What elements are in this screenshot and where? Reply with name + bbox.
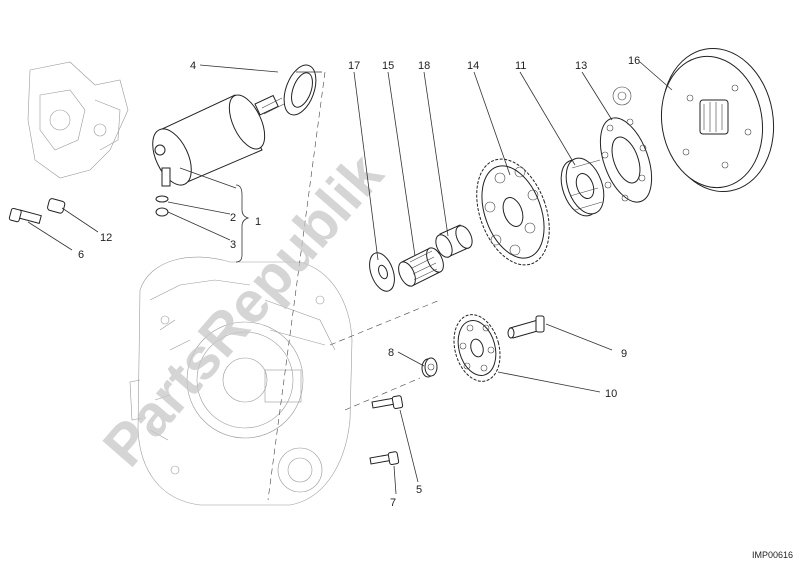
callout-8: 8 (388, 347, 394, 359)
bushing-part-18 (435, 224, 473, 258)
clutch-plate-part-13 (599, 117, 653, 203)
callout-7: 7 (390, 497, 396, 509)
sprag-clutch-part-11 (560, 157, 605, 217)
callout-5: 5 (416, 484, 422, 496)
callout-labels: 4 1 2 3 6 12 17 15 18 14 11 13 16 9 10 8… (78, 55, 640, 509)
flywheel-part-16 (660, 47, 775, 193)
group-bracket (235, 184, 250, 263)
axis-line-nut (344, 377, 421, 411)
axis-line-vertical (267, 71, 326, 501)
starter-motor (152, 94, 285, 187)
thrust-washer-part-17 (369, 252, 395, 292)
gear-part-10 (453, 314, 501, 382)
axis-line-gears (329, 299, 441, 346)
callout-1: 1 (255, 216, 261, 228)
idler-gear-part-14 (476, 158, 550, 266)
shaft-part-9 (507, 315, 545, 339)
nut-part-3 (155, 207, 169, 217)
callout-16: 16 (628, 55, 640, 67)
engine-fragment-upper (27, 61, 129, 179)
crankcase-drawing (129, 256, 353, 506)
bolt-part-5 (371, 395, 404, 410)
leader-lines (27, 61, 673, 495)
callout-18: 18 (418, 60, 430, 72)
callout-6: 6 (78, 249, 84, 261)
callout-9: 9 (621, 348, 627, 360)
washer-part-2 (155, 195, 169, 203)
gear-icon (612, 86, 632, 106)
drawing-code: IMP00616 (752, 550, 793, 560)
callout-17: 17 (348, 60, 360, 72)
needle-bearing-part-15 (398, 247, 444, 287)
callout-2: 2 (230, 212, 236, 224)
bolt-part-7 (369, 451, 400, 466)
callout-13: 13 (575, 60, 587, 72)
callout-12: 12 (100, 232, 112, 244)
callout-4: 4 (190, 60, 196, 72)
callout-11: 11 (515, 60, 526, 72)
bolt-part-6 (8, 207, 42, 225)
spacer-part-12 (47, 198, 66, 214)
nut-part-8 (421, 357, 438, 378)
callout-14: 14 (467, 60, 479, 72)
seal-ring-part-4 (283, 64, 317, 116)
callout-3: 3 (230, 239, 236, 251)
callout-15: 15 (382, 60, 394, 72)
callout-10: 10 (605, 388, 617, 400)
